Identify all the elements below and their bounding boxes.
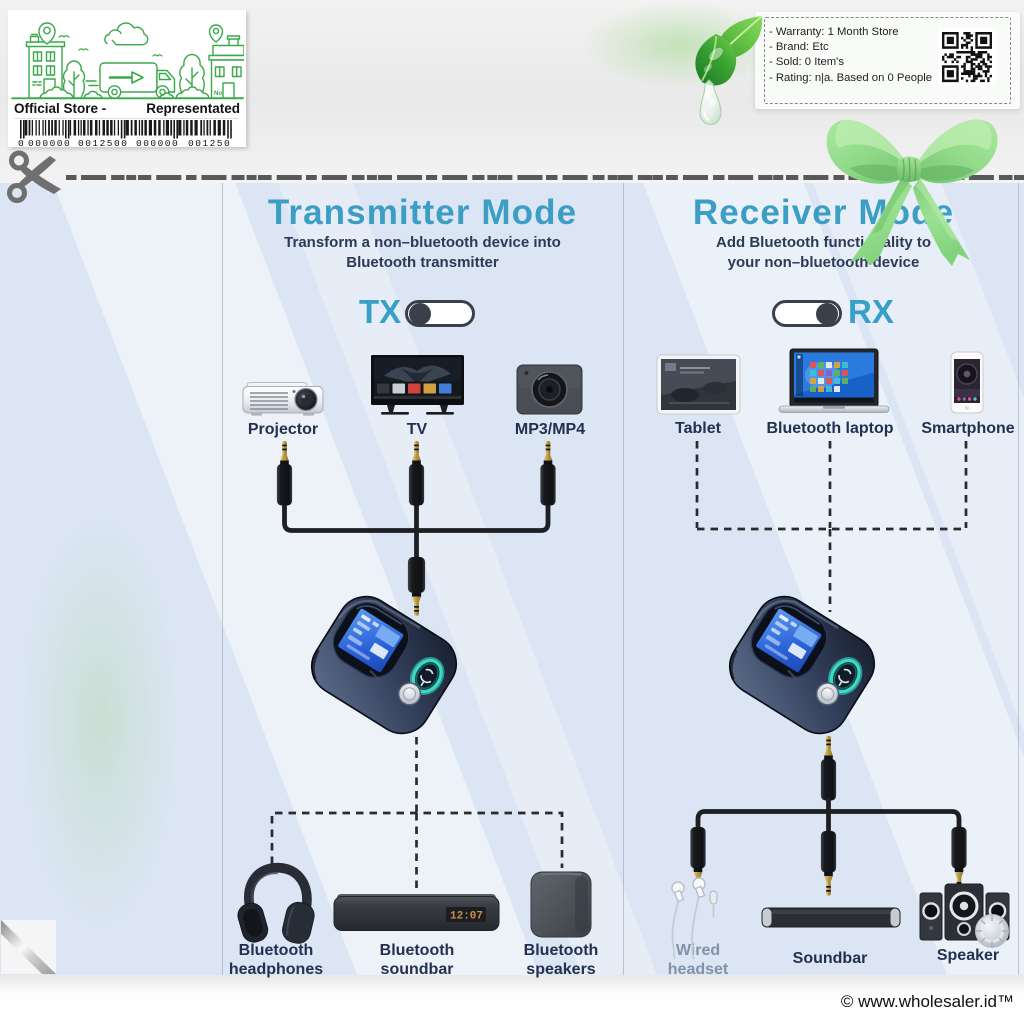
svg-text:000000: 000000	[136, 138, 179, 147]
svg-text:12:07: 12:07	[450, 911, 483, 923]
svg-text:No: No	[214, 91, 222, 97]
svg-text:000000: 000000	[28, 138, 71, 147]
svg-text:0: 0	[18, 138, 24, 147]
svg-text:0012500: 0012500	[78, 138, 128, 147]
svg-text:001250: 001250	[188, 138, 231, 147]
